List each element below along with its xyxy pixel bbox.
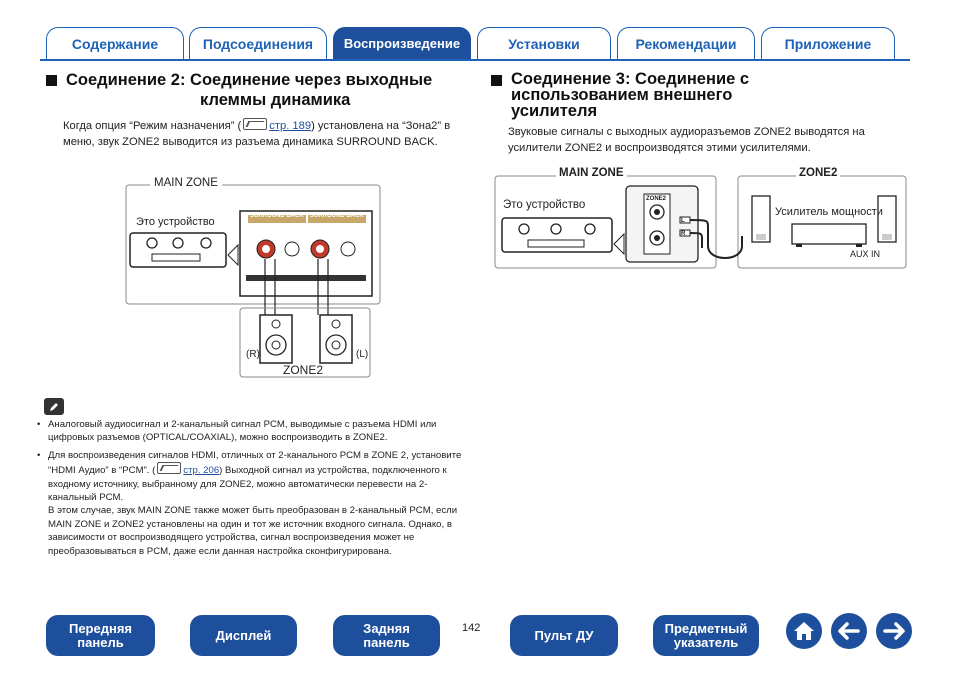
rca-cable	[679, 216, 743, 259]
arrow-right-icon	[883, 622, 905, 640]
tab-tips[interactable]: Рекомендации	[617, 27, 755, 59]
right-speaker-icon	[877, 195, 897, 243]
note-item-1: Аналоговый аудиосигнал и 2-канальный сиг…	[36, 418, 466, 445]
home-button[interactable]	[786, 613, 822, 649]
heading-square-icon	[491, 75, 502, 86]
forward-button[interactable]	[876, 613, 912, 649]
tab-connections[interactable]: Подсоединения	[189, 27, 327, 59]
arrow-left-icon	[838, 622, 860, 640]
surround-back-label-b: SURROUND BACK	[310, 213, 364, 219]
notes-list: Аналоговый аудиосигнал и 2-канальный сиг…	[36, 418, 466, 562]
remote-control-button[interactable]: Пульт ДУ	[510, 615, 618, 656]
top-navigation: Содержание Подсоединения Воспроизведение…	[0, 0, 954, 62]
aux-in-label: AUX IN	[850, 249, 881, 259]
connection3-description: Звуковые сигналы с выходных аудиоразъемо…	[508, 126, 865, 154]
speaker-r-label: (R)	[246, 349, 260, 360]
external-amplifier-diagram	[494, 175, 907, 269]
heading-square-icon	[46, 75, 57, 86]
power-amplifier-icon	[791, 223, 867, 247]
receiver-device-icon	[501, 217, 613, 253]
page-number: 142	[462, 622, 481, 634]
section-heading-3: Соединение 3: Соединение с использование…	[511, 70, 750, 120]
right-speaker-l-icon	[319, 314, 353, 364]
section-heading-2: Соединение 2: Соединение через выходные	[66, 71, 433, 89]
tab-contents[interactable]: Содержание	[46, 27, 184, 59]
jack-panel-label: ZONE2	[646, 196, 667, 202]
speaker-connection-diagram	[125, 184, 381, 378]
note-item-2: Для воспроизведения сигналов HDMI, отлич…	[36, 449, 466, 558]
left-speaker-icon	[751, 195, 771, 243]
back-button[interactable]	[831, 613, 867, 649]
front-panel-button[interactable]: Передняя панель	[46, 615, 155, 656]
tab-settings[interactable]: Установки	[477, 27, 611, 59]
jack-l-label: L	[681, 218, 685, 224]
this-device-label: Это устройство	[503, 199, 586, 211]
speaker-l-label: (L)	[356, 349, 369, 360]
pencil-note-icon	[44, 398, 64, 415]
surround-back-label-a: SURROUND BACK	[250, 213, 304, 219]
this-device-label: Это устройство	[136, 216, 215, 228]
page-link-189[interactable]: стр. 189	[269, 120, 312, 132]
section-heading-2-line2: клеммы динамика	[200, 91, 351, 109]
page-link-206[interactable]: стр. 206	[183, 465, 220, 477]
main-zone-label: MAIN ZONE	[556, 167, 627, 179]
index-button[interactable]: Предметный указатель	[653, 615, 759, 656]
connection2-description: Когда опция “Режим назначения” (стр. 189…	[63, 118, 451, 148]
left-speaker-r-icon	[259, 314, 293, 364]
receiver-device-icon	[129, 232, 227, 268]
page-ref-icon	[157, 462, 182, 475]
tab-appendix[interactable]: Приложение	[761, 27, 895, 59]
display-button[interactable]: Дисплей	[190, 615, 297, 656]
page-ref-icon	[243, 118, 268, 130]
zone2-label: ZONE2	[283, 363, 324, 377]
home-icon	[794, 622, 814, 640]
tab-playback[interactable]: Воспроизведение	[333, 27, 471, 59]
power-amplifier-label: Усилитель мощности	[775, 206, 883, 218]
speaker-terminal-panel	[239, 210, 373, 297]
main-zone-label: MAIN ZONE	[150, 177, 222, 189]
zone2-label: ZONE2	[796, 167, 841, 179]
jack-r-label: R	[681, 231, 686, 237]
zone2-jack-panel	[625, 185, 699, 263]
tab-underline	[40, 59, 910, 61]
rear-panel-button[interactable]: Задняя панель	[333, 615, 440, 656]
